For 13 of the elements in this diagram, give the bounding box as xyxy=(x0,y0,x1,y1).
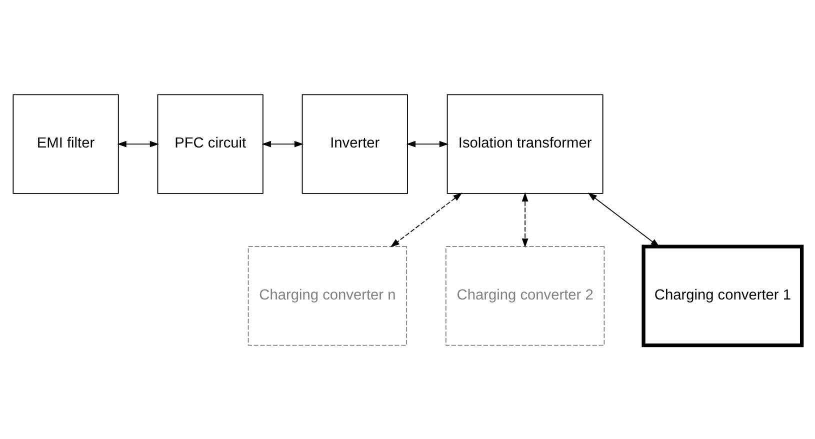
node-box: Charging converter n xyxy=(248,246,408,346)
arrow xyxy=(262,140,304,147)
node-box: PFC circuit xyxy=(157,94,264,194)
node-box: Charging converter 1 xyxy=(642,244,804,347)
arrow xyxy=(522,192,528,248)
node-box: Inverter xyxy=(302,94,408,194)
node-box: Charging converter 2 xyxy=(445,246,605,346)
node-box: EMI filter xyxy=(12,94,119,194)
node-box: Isolation transformer xyxy=(446,94,604,194)
arrow xyxy=(390,192,462,247)
arrow xyxy=(588,192,660,247)
arrow xyxy=(117,140,160,147)
arrow xyxy=(406,140,449,147)
